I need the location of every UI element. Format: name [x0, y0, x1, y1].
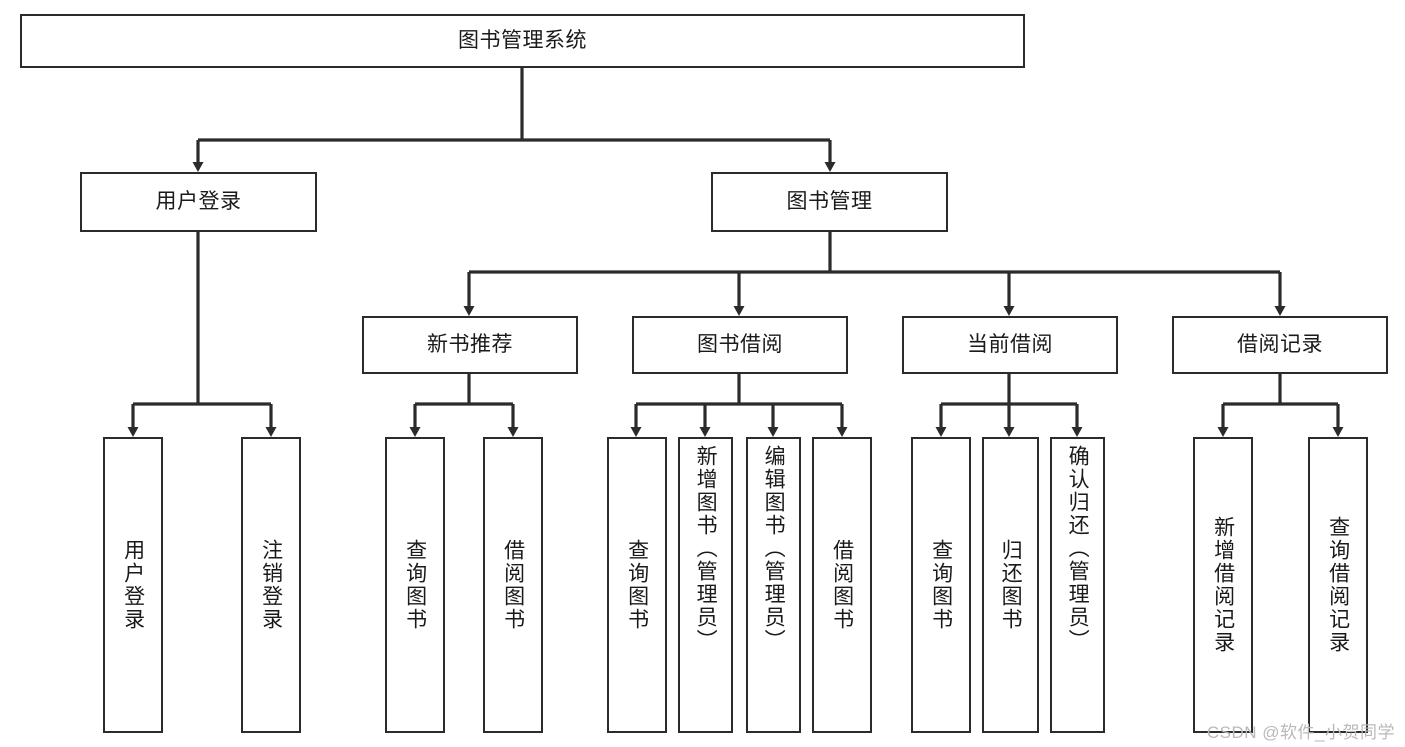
node-leaf-user-login-label: 用户登录	[121, 539, 145, 631]
node-leaf-query-book-2-label: 查询图书	[625, 539, 649, 631]
node-leaf-add-book-label: 新增图书（管理员）	[694, 445, 718, 652]
node-leaf-edit-book[interactable]: 编辑图书（管理员）	[746, 437, 801, 733]
node-user-login[interactable]: 用户登录	[80, 172, 317, 232]
node-leaf-borrow-book-2-label: 借阅图书	[830, 539, 854, 631]
node-leaf-query-record-label: 查询借阅记录	[1326, 516, 1350, 654]
node-current-borrow-label: 当前借阅	[967, 332, 1053, 356]
node-book-borrow-label: 图书借阅	[697, 332, 783, 356]
node-root-label: 图书管理系统	[458, 28, 587, 52]
node-leaf-logout[interactable]: 注销登录	[241, 437, 301, 733]
watermark-text: CSDN @软件_小贺同学	[1206, 723, 1395, 742]
node-borrow-record[interactable]: 借阅记录	[1172, 316, 1388, 374]
node-leaf-borrow-book-1[interactable]: 借阅图书	[483, 437, 543, 733]
node-new-book-recommend[interactable]: 新书推荐	[362, 316, 578, 374]
node-book-manage-label: 图书管理	[786, 189, 873, 213]
node-leaf-add-record[interactable]: 新增借阅记录	[1193, 437, 1253, 733]
node-leaf-borrow-book-2[interactable]: 借阅图书	[812, 437, 872, 733]
node-book-manage[interactable]: 图书管理	[711, 172, 948, 232]
node-new-book-recommend-label: 新书推荐	[427, 332, 513, 356]
node-book-borrow[interactable]: 图书借阅	[632, 316, 848, 374]
node-leaf-return-book[interactable]: 归还图书	[982, 437, 1039, 733]
node-leaf-confirm-return[interactable]: 确认归还（管理员）	[1050, 437, 1105, 733]
node-user-login-label: 用户登录	[155, 189, 242, 213]
node-leaf-add-record-label: 新增借阅记录	[1211, 516, 1235, 654]
node-leaf-user-login[interactable]: 用户登录	[103, 437, 163, 733]
node-leaf-query-book-3[interactable]: 查询图书	[911, 437, 971, 733]
node-leaf-query-record[interactable]: 查询借阅记录	[1308, 437, 1368, 733]
node-leaf-query-book-1[interactable]: 查询图书	[385, 437, 445, 733]
node-leaf-logout-label: 注销登录	[259, 539, 283, 631]
node-borrow-record-label: 借阅记录	[1237, 332, 1323, 356]
node-root[interactable]: 图书管理系统	[20, 14, 1025, 68]
node-leaf-borrow-book-1-label: 借阅图书	[501, 539, 525, 631]
node-leaf-add-book[interactable]: 新增图书（管理员）	[678, 437, 733, 733]
node-leaf-query-book-1-label: 查询图书	[403, 539, 427, 631]
node-leaf-return-book-label: 归还图书	[999, 539, 1023, 631]
node-leaf-edit-book-label: 编辑图书（管理员）	[762, 445, 786, 652]
node-leaf-query-book-3-label: 查询图书	[929, 539, 953, 631]
node-leaf-query-book-2[interactable]: 查询图书	[607, 437, 667, 733]
node-leaf-confirm-return-label: 确认归还（管理员）	[1066, 445, 1090, 652]
node-current-borrow[interactable]: 当前借阅	[902, 316, 1118, 374]
